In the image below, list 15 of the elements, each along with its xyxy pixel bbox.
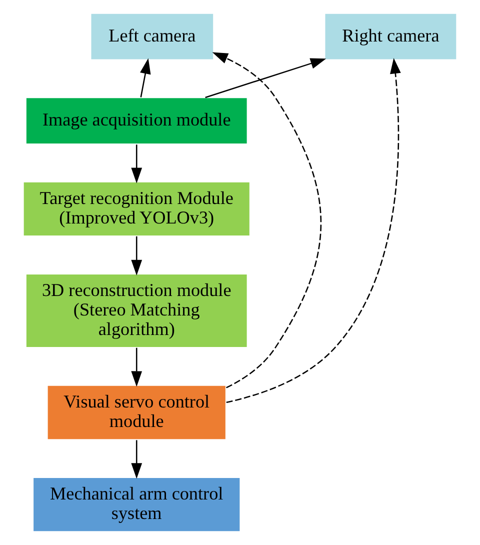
arrow bbox=[205, 58, 326, 98]
node-box: Image acquisition module bbox=[25, 96, 248, 145]
node-box: Visual servo control module bbox=[46, 384, 227, 440]
arrow bbox=[131, 236, 142, 276]
node-box: Right camera bbox=[324, 12, 458, 61]
arrow bbox=[226, 58, 401, 404]
node-box: 3D reconstruction module (Stereo Matching algorithm) bbox=[25, 273, 248, 348]
arrow bbox=[131, 144, 142, 184]
arrow bbox=[140, 58, 151, 98]
arrow bbox=[131, 348, 142, 387]
node-box: Mechanical arm control system bbox=[32, 476, 241, 532]
arrow bbox=[131, 440, 142, 479]
node-box: Left camera bbox=[90, 12, 214, 61]
node-box: Target recognition Module (Improved YOLOv3) bbox=[22, 181, 251, 237]
arrow bbox=[212, 52, 322, 388]
